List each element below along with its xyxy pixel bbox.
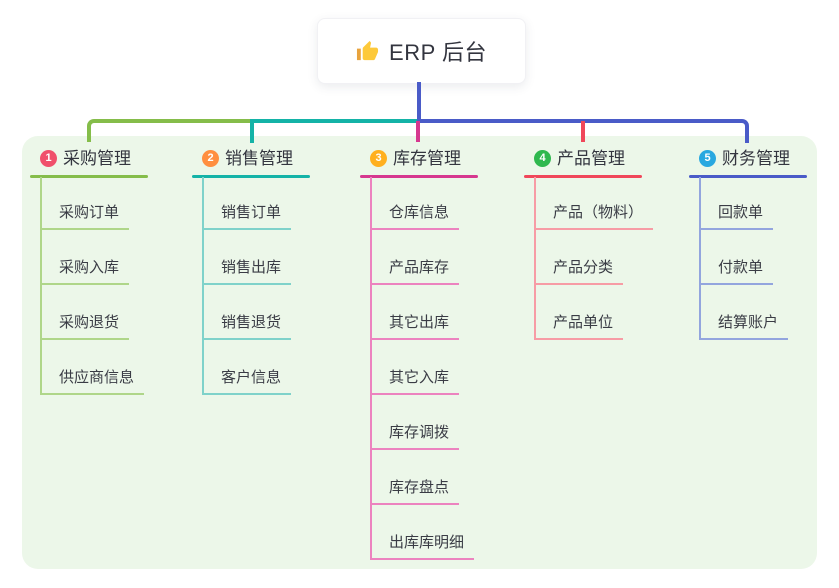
child-node[interactable]: 回款单: [699, 202, 774, 230]
branch-child-connector: [699, 177, 701, 340]
child-node[interactable]: 出库库明细: [370, 532, 475, 560]
branch-node[interactable]: 财务管理: [722, 149, 790, 168]
branch-badge: 2: [202, 150, 219, 167]
root-node[interactable]: ERP 后台: [317, 18, 526, 84]
child-node[interactable]: 产品分类: [534, 257, 624, 285]
drop-branch3: [416, 121, 420, 142]
child-node[interactable]: 供应商信息: [40, 367, 145, 395]
child-node[interactable]: 产品单位: [534, 312, 624, 340]
drop-branch4: [581, 121, 585, 142]
branch-node[interactable]: 采购管理: [63, 149, 131, 168]
branch-node[interactable]: 产品管理: [557, 149, 625, 168]
branch-child-connector: [202, 177, 204, 395]
branch-underline: [689, 175, 807, 178]
branch-underline: [360, 175, 478, 178]
child-node[interactable]: 采购订单: [40, 202, 130, 230]
thumbs-up-icon: [356, 40, 379, 63]
bus-segment-branch1: [87, 119, 253, 142]
child-node[interactable]: 库存调拨: [370, 422, 460, 450]
branch-badge: 1: [40, 150, 57, 167]
child-node[interactable]: 客户信息: [202, 367, 292, 395]
child-node[interactable]: 销售出库: [202, 257, 292, 285]
branch-underline: [192, 175, 310, 178]
child-node[interactable]: 结算账户: [699, 312, 789, 340]
child-node[interactable]: 采购入库: [40, 257, 130, 285]
branch-badge: 5: [699, 150, 716, 167]
branch-underline: [524, 175, 642, 178]
branch-child-connector: [534, 177, 536, 340]
child-node[interactable]: 仓库信息: [370, 202, 460, 230]
child-node[interactable]: 其它出库: [370, 312, 460, 340]
root-connector-line: [417, 82, 421, 120]
branch-underline: [30, 175, 148, 178]
branch-node[interactable]: 库存管理: [393, 149, 461, 168]
branch-node[interactable]: 销售管理: [225, 149, 293, 168]
child-node[interactable]: 产品（物料）: [534, 202, 654, 230]
branches-panel: [22, 136, 817, 569]
branch-child-connector: [370, 177, 372, 560]
child-node[interactable]: 销售退货: [202, 312, 292, 340]
branch-badge: 3: [370, 150, 387, 167]
child-node[interactable]: 付款单: [699, 257, 774, 285]
bus-segment-branch2: [250, 119, 419, 143]
child-node[interactable]: 库存盘点: [370, 477, 460, 505]
branch-child-connector: [40, 177, 42, 395]
child-node[interactable]: 其它入库: [370, 367, 460, 395]
child-node[interactable]: 采购退货: [40, 312, 130, 340]
branch-badge: 4: [534, 150, 551, 167]
child-node[interactable]: 销售订单: [202, 202, 292, 230]
root-node-label: ERP 后台: [389, 40, 487, 65]
child-node[interactable]: 产品库存: [370, 257, 460, 285]
